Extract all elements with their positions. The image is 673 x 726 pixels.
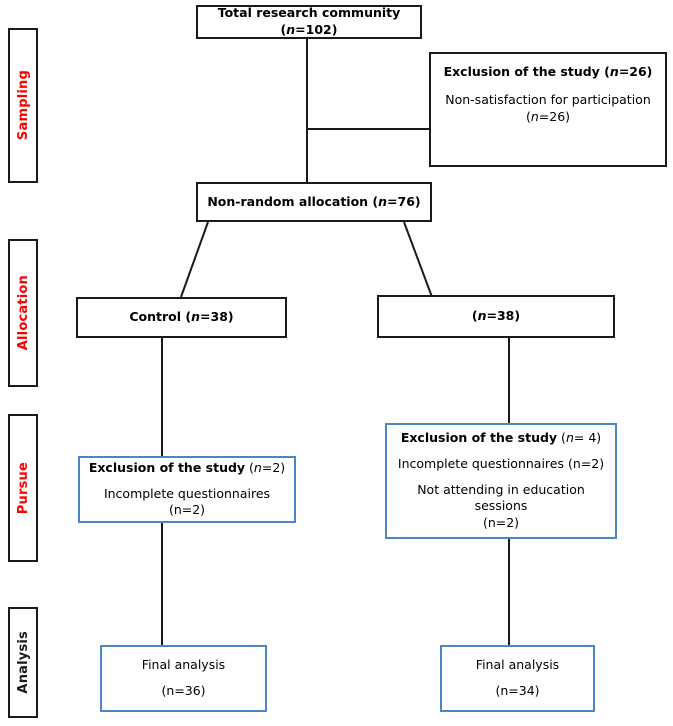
node-allocation-text: Non-random allocation (n=76) [207, 193, 421, 209]
italic-n: n [378, 193, 388, 209]
node-exclusion-sampling: Exclusion of the study (n=26) Non-satisf… [429, 52, 667, 167]
italic-n: n [477, 308, 487, 324]
stage-analysis: Analysis [8, 607, 38, 718]
node-exclusion-intervention: Exclusion of the study (n= 4) Incomplete… [385, 423, 617, 539]
italic-n: n [530, 108, 539, 124]
connector-to-exclusion-sampling [306, 128, 430, 130]
node-exclusion-sampling-count: (n=26) [525, 108, 571, 124]
node-exclusion-control-title: Exclusion of the study (n=2) [88, 459, 286, 475]
node-total-research-community: Total research community (n=102) [196, 5, 422, 39]
italic-n: n [191, 309, 201, 325]
stage-pursue: Pursue [8, 414, 38, 562]
stage-sampling: Sampling [8, 28, 38, 183]
node-exclusion-intervention-body1: Incomplete questionnaires (n=2) [397, 455, 605, 471]
node-final-analysis-intervention-label: Final analysis [475, 657, 560, 673]
node-exclusion-intervention-body3: (n=2) [482, 515, 520, 531]
node-intervention-text: (n=38) [471, 308, 521, 324]
node-control-text: Control (n=38) [129, 309, 234, 325]
node-final-analysis-control: Final analysis (n=36) [100, 645, 267, 712]
node-final-analysis-intervention: Final analysis (n=34) [440, 645, 595, 712]
italic-n: n [565, 429, 574, 445]
node-exclusion-sampling-body: Non-satisfaction for participation [445, 91, 651, 107]
connector-exclusion-left-to-final [161, 523, 163, 645]
connector-exclusion-right-to-final [508, 539, 510, 645]
connector-total-to-allocation [306, 38, 308, 182]
node-exclusion-sampling-title: Exclusion of the study (n=26) [443, 64, 653, 79]
connector-control-to-exclusion-left [161, 338, 163, 456]
stage-allocation: Allocation [8, 239, 38, 387]
italic-n: n [609, 64, 619, 79]
node-intervention-group: (n=38) [377, 295, 615, 338]
node-exclusion-intervention-body2: Not attending in education sessions [417, 481, 585, 514]
italic-n: n [253, 459, 262, 475]
node-exclusion-intervention-title: Exclusion of the study (n= 4) [400, 429, 602, 445]
connector-intervention-to-exclusion-right [508, 338, 510, 423]
node-final-analysis-intervention-count: (n=34) [495, 683, 540, 698]
node-final-analysis-control-label: Final analysis [141, 657, 226, 673]
node-final-analysis-control-count: (n=36) [161, 683, 206, 698]
node-non-random-allocation: Non-random allocation (n=76) [196, 182, 432, 222]
node-exclusion-control: Exclusion of the study (n=2) Incomplete … [78, 456, 296, 523]
node-control-group: Control (n=38) [76, 297, 287, 338]
italic-n: n [286, 22, 296, 37]
node-exclusion-control-body: Incomplete questionnaires (n=2) [103, 485, 271, 518]
node-total-text: Total research community (n=102) [217, 5, 401, 37]
